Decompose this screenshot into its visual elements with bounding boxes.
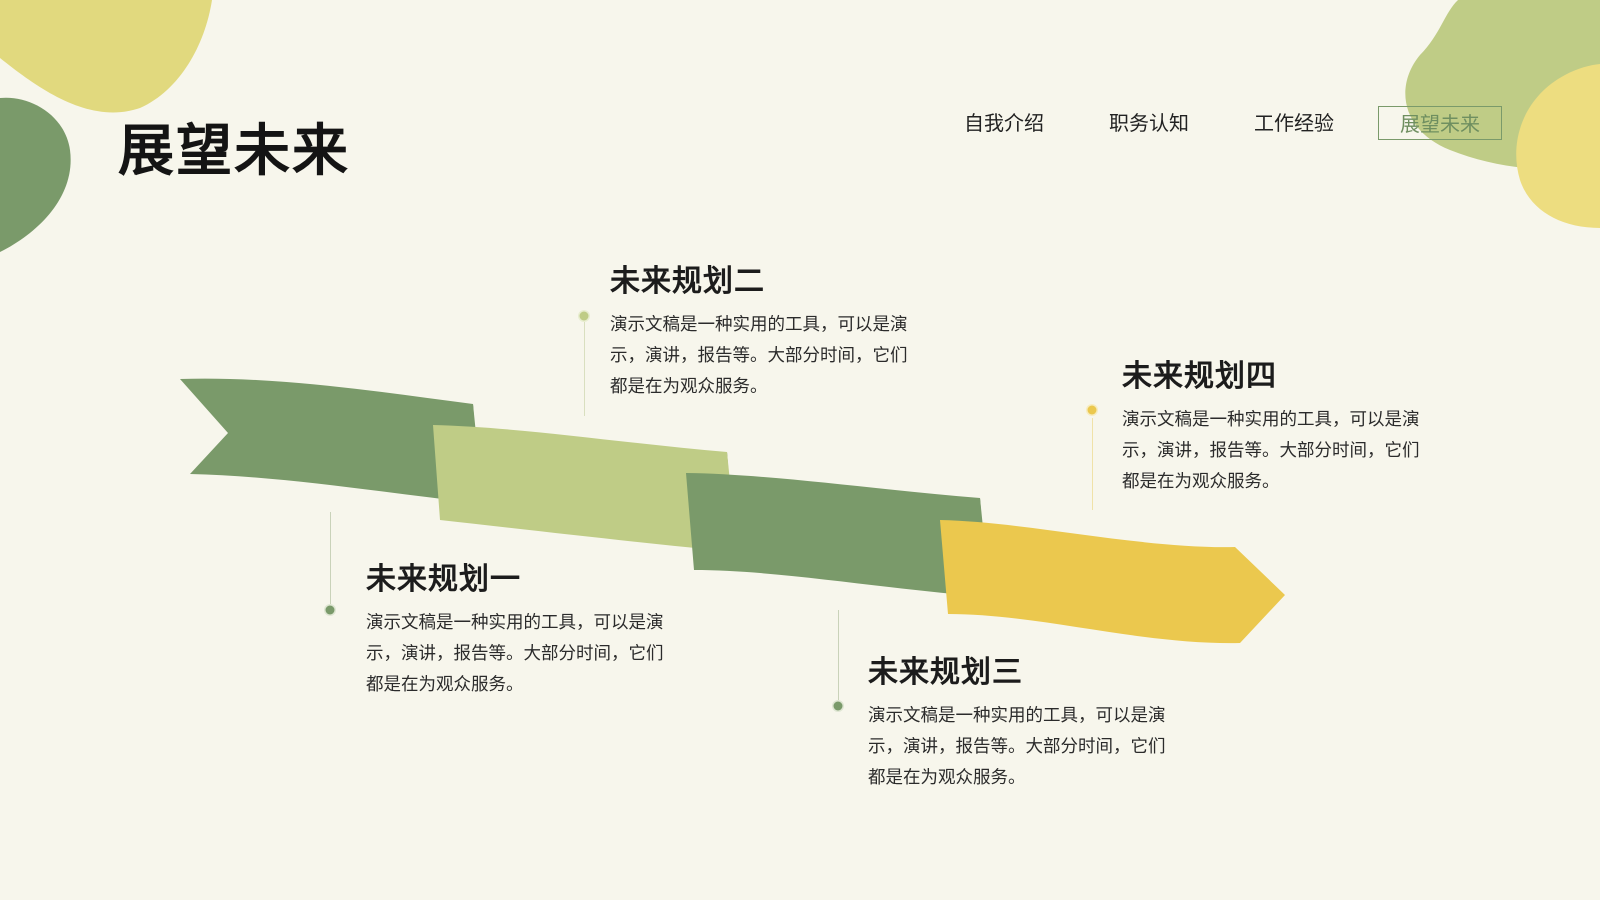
blob-top-right-green xyxy=(1405,0,1600,169)
ribbon-segment-1 xyxy=(180,378,483,504)
ribbon-fold-1 xyxy=(430,404,475,432)
ribbon-segment-2 xyxy=(433,425,737,552)
nav-item-job-understanding[interactable]: 职务认知 xyxy=(1109,111,1189,135)
blob-right-yellow xyxy=(1516,64,1600,228)
ribbon-fold-2 xyxy=(683,452,729,478)
connector-line-4 xyxy=(1092,418,1093,510)
plan-desc-3: 演示文稿是一种实用的工具，可以是演示，演讲，报告等。大部分时间，它们都是在为观众… xyxy=(868,706,1166,788)
ribbon-segment-4 xyxy=(940,520,1285,644)
connector-line-3 xyxy=(838,610,839,702)
plan-title-4: 未来规划四 xyxy=(1122,359,1277,394)
plan-card-3: 未来规划三 演示文稿是一种实用的工具，可以是演示，演讲，报告等。大部分时间，它们… xyxy=(868,656,1168,794)
plan-desc-1: 演示文稿是一种实用的工具，可以是演示，演讲，报告等。大部分时间，它们都是在为观众… xyxy=(366,613,664,695)
ribbon-segment-3 xyxy=(686,473,990,597)
connector-line-1 xyxy=(330,512,331,604)
timeline-dot-1: .d1::after{} xyxy=(324,604,336,616)
blob-top-left-yellow xyxy=(0,0,212,113)
nav-item-work-experience[interactable]: 工作经验 xyxy=(1254,111,1334,135)
ribbon-fold-3 xyxy=(936,498,982,524)
plan-title-3: 未来规划三 xyxy=(868,655,1023,690)
top-nav: 自我介绍 职务认知 工作经验 展望未来 xyxy=(0,106,1600,142)
timeline-dot-2 xyxy=(578,310,590,322)
timeline-dot-3 xyxy=(832,700,844,712)
page-title: 展望未来 xyxy=(118,118,350,184)
nav-item-self-intro[interactable]: 自我介绍 xyxy=(964,111,1044,135)
plan-title-2: 未来规划二 xyxy=(610,264,765,299)
plan-card-2: 未来规划二 演示文稿是一种实用的工具，可以是演示，演讲，报告等。大部分时间，它们… xyxy=(610,265,910,403)
plan-desc-4: 演示文稿是一种实用的工具，可以是演示，演讲，报告等。大部分时间，它们都是在为观众… xyxy=(1122,410,1420,492)
plan-card-1: 未来规划一 演示文稿是一种实用的工具，可以是演示，演讲，报告等。大部分时间，它们… xyxy=(366,563,666,701)
plan-desc-2: 演示文稿是一种实用的工具，可以是演示，演讲，报告等。大部分时间，它们都是在为观众… xyxy=(610,315,908,397)
plan-card-4: 未来规划四 演示文稿是一种实用的工具，可以是演示，演讲，报告等。大部分时间，它们… xyxy=(1122,360,1422,498)
timeline-dot-4 xyxy=(1086,404,1098,416)
nav-item-future-outlook[interactable]: 展望未来 xyxy=(1378,106,1502,140)
connector-line-2 xyxy=(584,322,585,416)
plan-title-1: 未来规划一 xyxy=(366,562,521,597)
